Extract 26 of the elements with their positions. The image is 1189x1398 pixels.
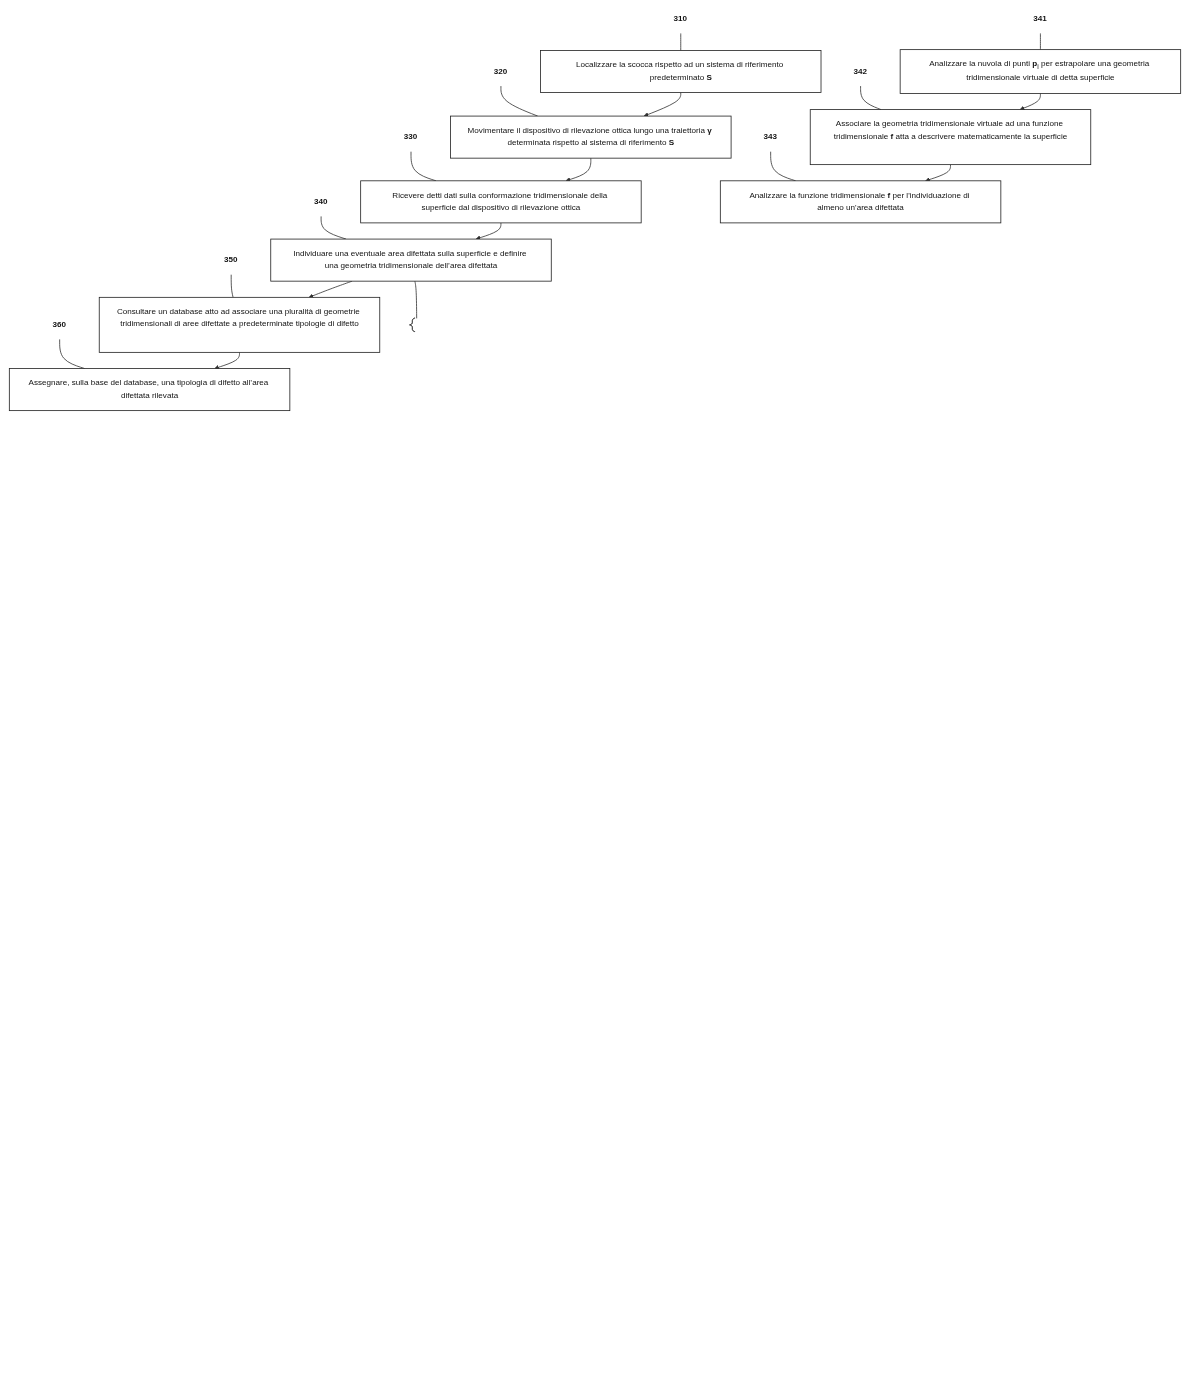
connector xyxy=(320,216,346,240)
connector xyxy=(1039,33,1041,51)
node-box: Analizzare la nuvola di punti p$_{i}$ per estrapolare una geometria tridimensionale virtuale di detta superficie xyxy=(899,49,1181,94)
node-box: Localizzare la scocca rispetto ad un sistema di riferimento predeterminato S xyxy=(539,50,821,93)
connector xyxy=(500,85,538,117)
node-text: 330 xyxy=(403,131,417,141)
node-text: 350 xyxy=(223,254,237,264)
node-box: Assegnare, sulla base del database, una tipologia di difetto all’area difettata rilevata xyxy=(8,368,290,412)
node-text: 320 xyxy=(493,66,507,76)
node-box: Movimentare il dispositivo di rilevazione ottica lungo una traiettoria γ determinata rispetto al sistema di riferimento S xyxy=(449,115,731,159)
node-box: Analizzare la funzione tridimensionale f per l'individuazione di almeno un'area difettata xyxy=(719,180,1001,224)
node-box: Ricevere detti dati sulla conformazione tridimensionale della superficie dal dispositivo di rilevazione ottica xyxy=(359,180,642,224)
node-box: Associare la geometria tridimensionale virtuale ad una funzione tridimensionale f atta a descrivere matematicamente la superficie xyxy=(809,109,1091,166)
node-bracket xyxy=(408,317,415,332)
connector xyxy=(859,85,881,110)
node-text: 343 xyxy=(762,131,777,141)
node-text: 310 xyxy=(673,13,687,23)
node-box: Individuare una eventuale area difettata sulla superficie e definire una geometria tridimensionale dell’area difettata xyxy=(269,238,552,282)
node-box: Consultare un database atto ad associare una pluralità di geometrie tridimensionali di aree difettate a predeterminate tipologie di difetto xyxy=(98,296,380,353)
connector xyxy=(414,280,417,319)
node-text: 342 xyxy=(852,66,867,76)
node-text: 340 xyxy=(313,196,327,206)
connector xyxy=(679,33,681,51)
node-text: 341 xyxy=(1032,13,1047,23)
connector xyxy=(230,274,233,298)
node-text: 360 xyxy=(51,319,66,329)
